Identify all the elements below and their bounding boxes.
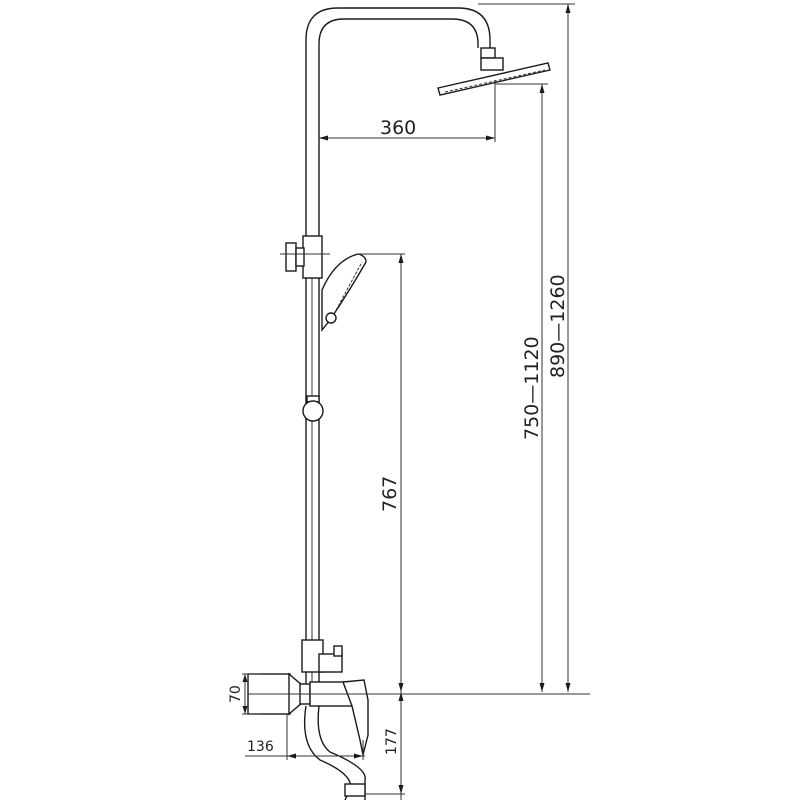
slider-knob [302,395,324,422]
riser-pipe [305,7,491,690]
dimension-label-177: 177 [384,728,400,755]
dimension-label-767: 767 [379,476,401,512]
bath-mixer [247,672,590,756]
dimension-mixer-projection: 136 [245,714,365,760]
diverter-knob [301,639,343,673]
dimension-label-136: 136 [247,739,274,755]
dimension-label-360: 360 [380,117,416,139]
overhead-shower-head [437,47,551,96]
dimension-arm-reach: 360 [319,80,496,142]
dimension-label-750-1120: 750—1120 [521,336,543,440]
slide-bar-bracket [280,235,330,279]
dimension-overhead-range-outer: 890—1260 [547,4,571,692]
dimension-connection-depth: 70 [228,673,260,715]
bath-spout [303,705,366,800]
dimension-spout-drop: 177 [365,728,405,795]
hand-shower [321,253,367,332]
dimension-label-70: 70 [228,685,244,703]
dimension-label-890-1260: 890—1260 [547,274,569,378]
dimension-hand-shower-height: 767 [358,253,405,800]
dimension-overhead-range-inner: 750—1120 [495,83,548,692]
